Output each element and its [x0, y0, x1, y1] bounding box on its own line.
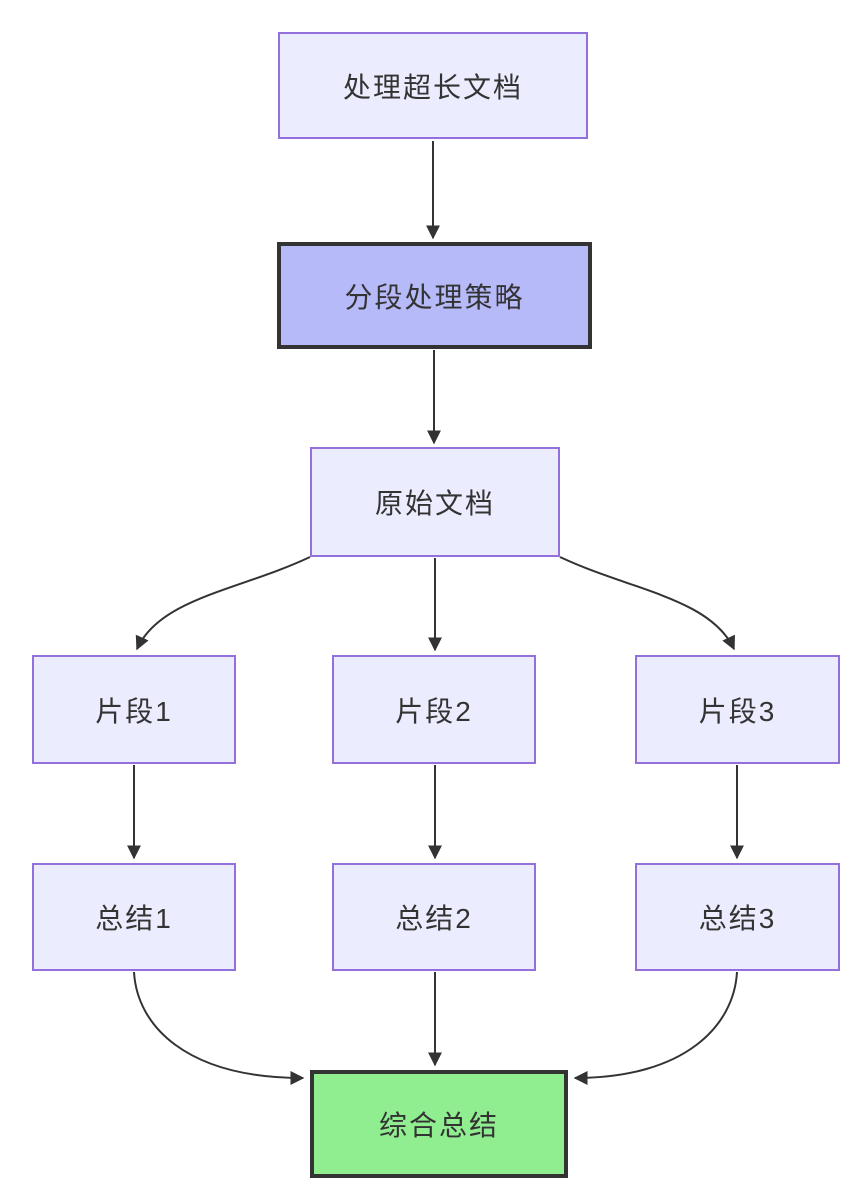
node-summary-1: 总结1: [32, 863, 236, 971]
edge-doc-seg1: [135, 556, 311, 651]
node-segment-3: 片段3: [635, 655, 840, 764]
node-combined-summary: 综合总结: [310, 1070, 568, 1178]
node-original-document: 原始文档: [310, 447, 560, 557]
node-process-long-document: 处理超长文档: [278, 32, 588, 139]
node-summary-3: 总结3: [635, 863, 840, 971]
node-segment-1: 片段1: [32, 655, 236, 764]
edge-doc-seg3: [559, 556, 735, 651]
node-summary-2: 总结2: [332, 863, 536, 971]
edge-sum1-final: [133, 971, 305, 1085]
node-segment-2: 片段2: [332, 655, 536, 764]
edge-sum3-final: [573, 971, 738, 1085]
node-segmentation-strategy: 分段处理策略: [277, 242, 592, 349]
